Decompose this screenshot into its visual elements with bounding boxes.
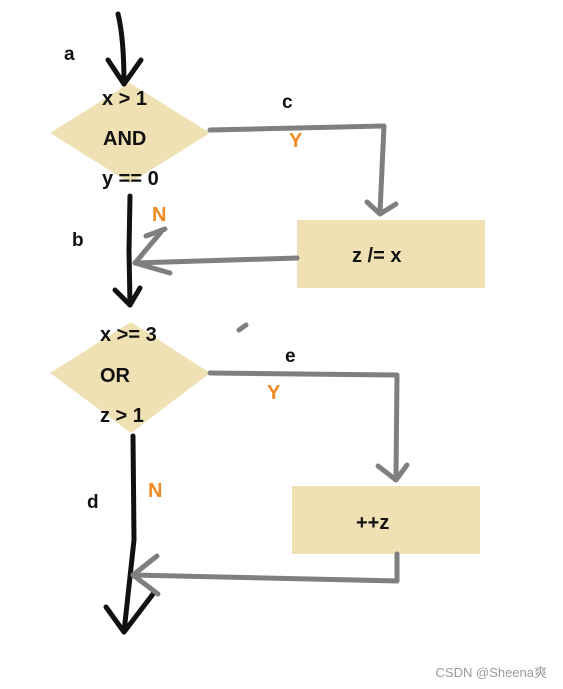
arrow-c xyxy=(207,123,387,215)
arrow-b-head xyxy=(112,285,143,308)
return-1 xyxy=(132,255,300,266)
decision2-line3: z > 1 xyxy=(100,405,144,427)
decision1-line1: x > 1 xyxy=(102,88,148,110)
stray-tick xyxy=(236,322,249,333)
decision1-diamond xyxy=(50,83,210,183)
main-flow xyxy=(103,11,156,635)
branch-label-no-2: N xyxy=(148,480,163,502)
decision2-line1: x >= 3 xyxy=(100,324,157,346)
arrow-e xyxy=(207,370,400,481)
arrow-a xyxy=(115,11,127,87)
process2-box xyxy=(292,486,480,554)
return-1-head xyxy=(132,229,173,276)
path-label-e: e xyxy=(285,346,296,367)
path-label-d: d xyxy=(87,492,99,513)
watermark: CSDN @Sheena爽 xyxy=(435,665,547,680)
branch-label-yes-1: Y xyxy=(289,130,303,152)
path-label-b: b xyxy=(72,230,84,251)
process1-box xyxy=(297,220,485,288)
branch-label-no-1: N xyxy=(152,204,167,226)
branch-label-yes-2: Y xyxy=(267,382,281,404)
process1-text: z /= x xyxy=(352,245,402,267)
process2-text: ++z xyxy=(356,512,390,534)
decision1-line2: AND xyxy=(103,128,147,150)
decision2-line2: OR xyxy=(100,365,130,387)
return-2 xyxy=(130,551,400,584)
arrow-a-head xyxy=(105,57,144,87)
arrow-e-head xyxy=(375,462,410,483)
return-2-head xyxy=(130,553,161,597)
return-1-tick xyxy=(143,226,168,239)
path-label-c: c xyxy=(282,92,293,113)
path-label-a: a xyxy=(64,44,75,65)
arrow-d xyxy=(121,433,137,635)
branch-flow xyxy=(130,123,410,597)
arrow-c-head xyxy=(364,199,399,217)
arrow-b xyxy=(126,193,133,308)
arrow-d-head xyxy=(103,591,156,635)
decision1-line3: y == 0 xyxy=(102,168,159,190)
decision2-diamond xyxy=(50,322,210,433)
